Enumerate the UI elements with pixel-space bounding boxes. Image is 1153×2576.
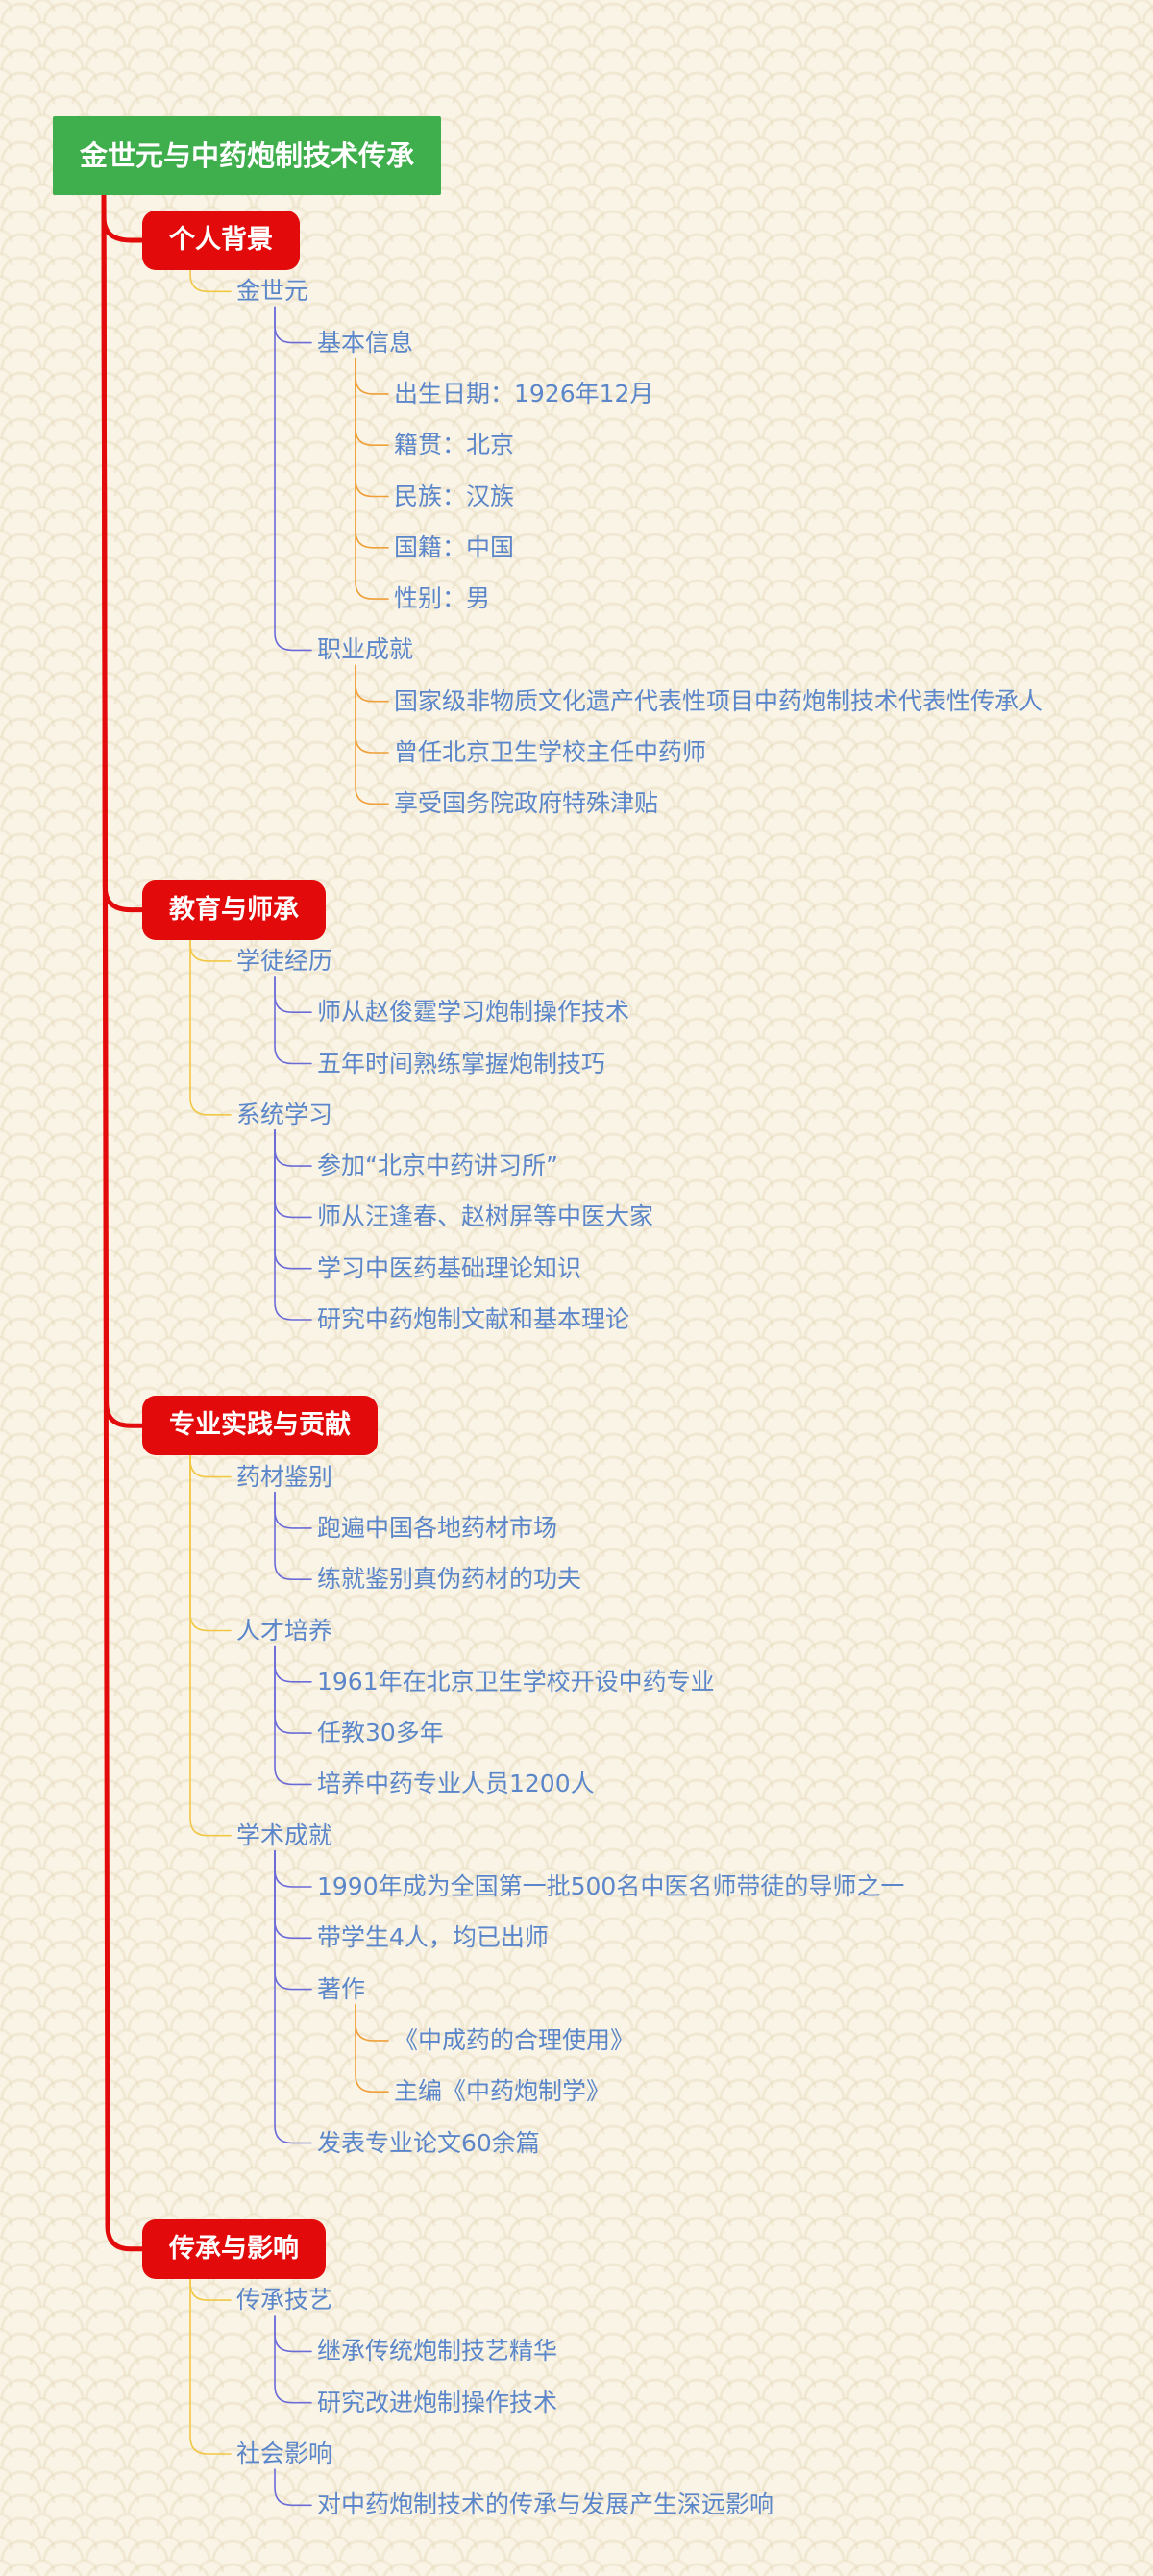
subtopic-node[interactable]: 跑遍中国各地药材市场 [317,1513,558,1542]
connector-line [274,1645,312,1734]
trunk-line [101,192,149,2252]
connector-line [274,1491,312,1529]
section-node[interactable]: 个人背景 [142,211,300,270]
subtopic-node[interactable]: 基本信息 [317,328,414,357]
trunk-line [101,192,149,1428]
connector-line [274,1849,312,2144]
detail-node[interactable]: 出生日期：1926年12月 [394,379,654,408]
topic-node[interactable]: 金世元 [236,277,309,306]
subtopic-node[interactable]: 继承传统炮制技艺精华 [317,2337,558,2365]
detail-node[interactable]: 国家级非物质文化遗产代表性项目中药炮制技术代表性传承人 [394,686,1043,715]
detail-node[interactable]: 民族：汉族 [394,482,515,510]
connector-line [355,664,389,754]
topic-node[interactable]: 人才培养 [236,1616,333,1645]
connector-line [274,1645,312,1683]
subtopic-node[interactable]: 任教30多年 [317,1719,444,1747]
connector-line [355,357,389,600]
subtopic-node[interactable]: 研究中药炮制文献和基本理论 [317,1305,630,1333]
connector-line [189,269,232,293]
subtopic-node[interactable]: 研究改进炮制操作技术 [317,2388,558,2416]
subtopic-node[interactable]: 五年时间熟练掌握炮制技巧 [317,1049,606,1077]
connector-line [189,2278,232,2455]
subtopic-node[interactable]: 带学生4人，均已出师 [317,1923,549,1952]
connector-line [274,1645,312,1786]
subtopic-node[interactable]: 培养中药专业人员1200人 [317,1770,595,1798]
subtopic-node[interactable]: 参加“北京中药讲习所” [317,1152,558,1180]
section-node[interactable]: 专业实践与贡献 [142,1396,378,1456]
connector-line [274,306,312,652]
topic-node[interactable]: 传承技艺 [236,2286,333,2315]
connector-line [274,2468,312,2507]
connector-line [274,1129,312,1167]
connector-line [355,357,389,498]
connector-line [274,2315,312,2353]
subtopic-node[interactable]: 师从汪逢春、赵树屏等中医大家 [317,1202,654,1231]
subtopic-node[interactable]: 对中药炮制技术的传承与发展产生深远影响 [317,2490,774,2519]
subtopic-node[interactable]: 著作 [317,1974,366,2003]
subtopic-node[interactable]: 师从赵俊霆学习炮制操作技术 [317,998,630,1027]
connector-line [355,2003,389,2042]
topic-node[interactable]: 学徒经历 [236,946,333,975]
detail-node[interactable]: 《中成药的合理使用》 [394,2025,635,2054]
connector-line [189,1454,232,1632]
trunk-line [101,192,149,913]
connector-line [189,1454,232,1478]
connector-line [274,976,312,1013]
connector-line [355,357,389,549]
connector-line [274,1849,312,1991]
connector-line [189,938,232,1116]
connector-line [274,976,312,1065]
connector-line [274,306,312,344]
topic-node[interactable]: 药材鉴别 [236,1462,333,1491]
detail-node[interactable]: 主编《中药炮制学》 [394,2077,611,2106]
connector-line [189,1454,232,1837]
detail-node[interactable]: 国籍：中国 [394,533,515,561]
subtopic-node[interactable]: 练就鉴别真伪药材的功夫 [317,1565,582,1594]
connector-line [355,664,389,805]
detail-node[interactable]: 享受国务院政府特殊津贴 [394,789,659,818]
section-node[interactable]: 教育与师承 [142,879,326,940]
detail-node[interactable]: 曾任北京卫生学校主任中药师 [394,738,707,766]
topic-node[interactable]: 系统学习 [236,1100,333,1128]
detail-node[interactable]: 性别：男 [394,584,491,613]
topic-node[interactable]: 社会影响 [236,2440,333,2467]
connector-line [274,1129,312,1321]
connector-line [355,2003,389,2093]
mind-map-root[interactable]: 金世元与中药炮制技术传承 [53,116,442,195]
connector-line [274,1129,312,1270]
detail-node[interactable]: 籍贯：北京 [394,431,515,459]
subtopic-node[interactable]: 学习中医药基础理论知识 [317,1253,582,1282]
topic-node[interactable]: 学术成就 [236,1821,333,1849]
trunk-line [101,192,149,243]
connector-line [274,1491,312,1580]
connector-line [274,1129,312,1219]
connector-line [355,357,389,395]
section-node[interactable]: 传承与影响 [142,2218,326,2279]
connector-line [274,1849,312,1888]
subtopic-node[interactable]: 职业成就 [317,635,414,664]
connector-line [355,664,389,703]
connector-line [355,357,389,446]
connector-line [274,1849,312,1940]
connector-line [189,2278,232,2301]
subtopic-node[interactable]: 发表专业论文60余篇 [317,2128,540,2157]
subtopic-node[interactable]: 1990年成为全国第一批500名中医名师带徒的导师之一 [317,1872,905,1900]
subtopic-node[interactable]: 1961年在北京卫生学校开设中药专业 [317,1667,715,1696]
connector-line [189,938,232,962]
connector-line [274,2315,312,2404]
